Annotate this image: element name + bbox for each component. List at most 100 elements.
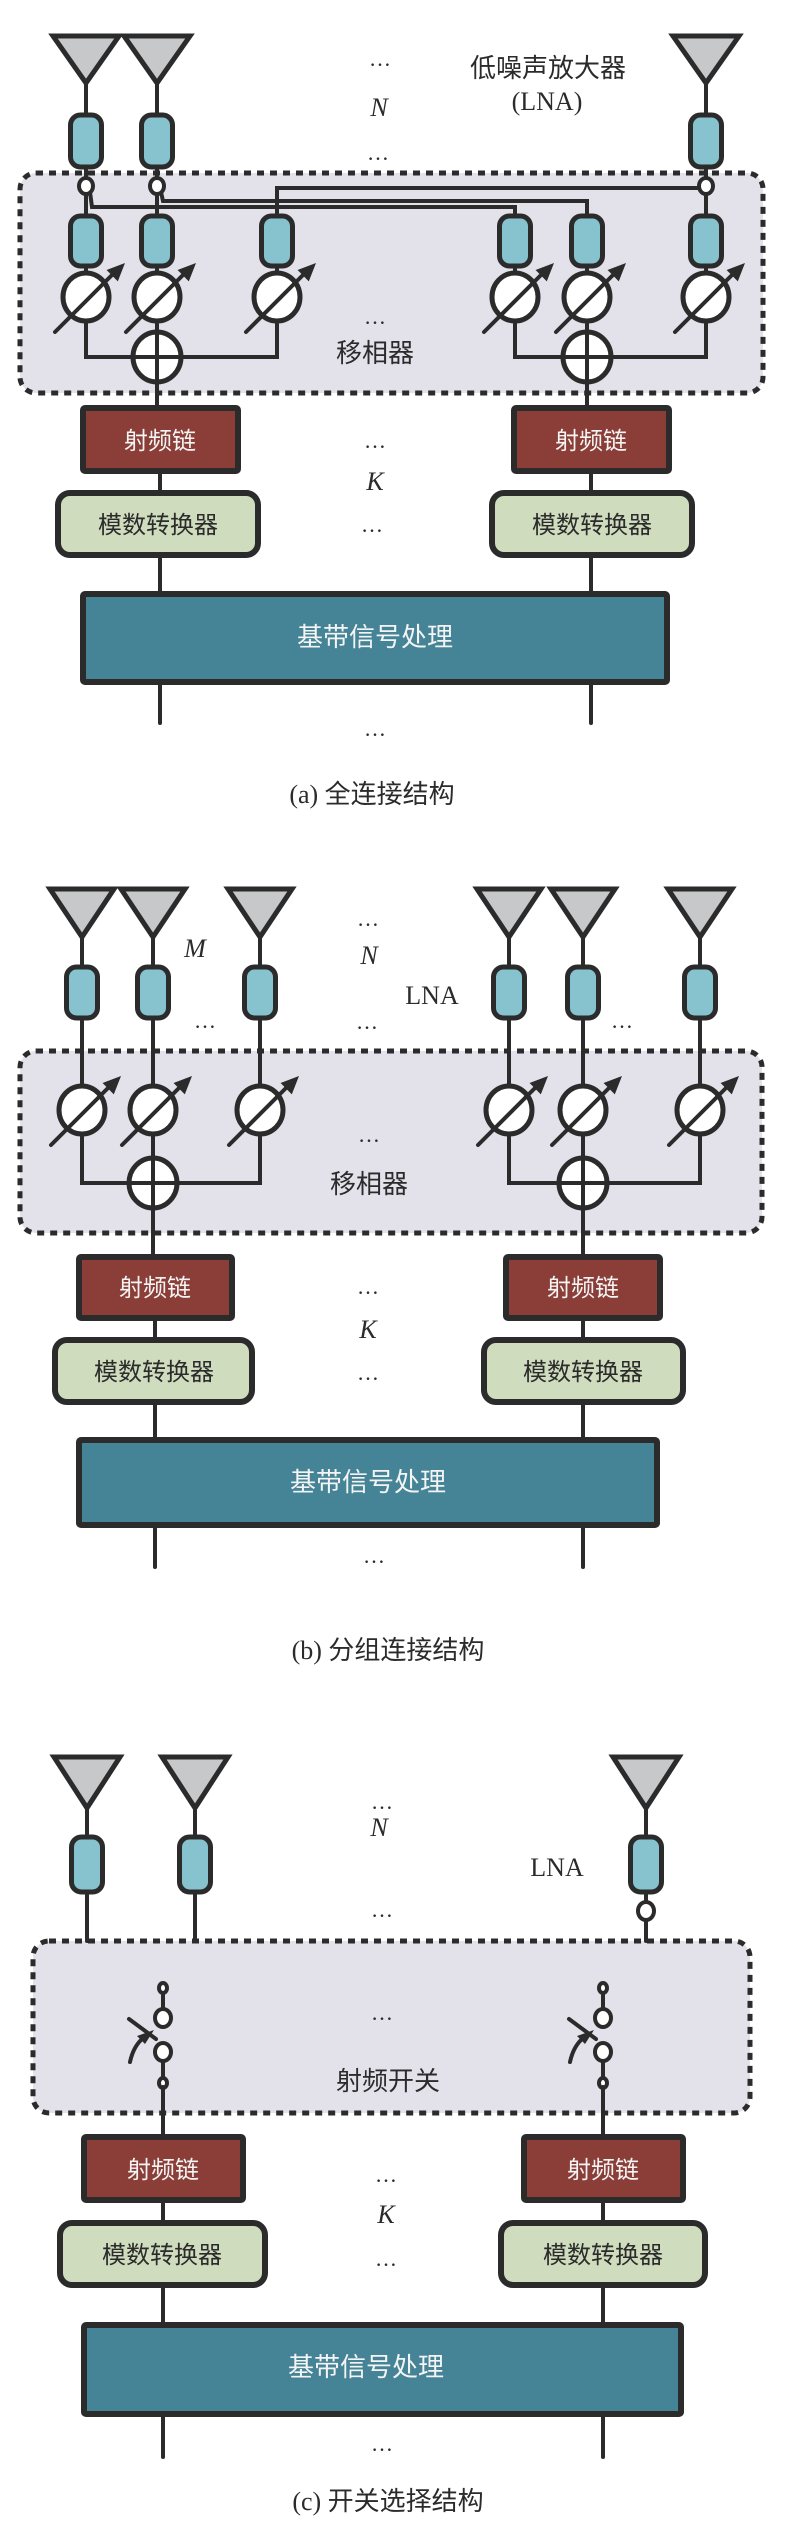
panel-c-antenna-icon <box>157 1754 233 1813</box>
phase-shifter-arrow-line <box>550 1082 615 1147</box>
phase-shifter-arrow-line <box>476 1082 541 1147</box>
panel-b-phase-shifter-ellipsis: … <box>358 1122 380 1147</box>
panel-b-phase-shifter-network-box <box>17 1048 765 1236</box>
switch-contact-bottom <box>593 2041 613 2063</box>
panel-a-caption: (a) 全连接结构 <box>289 780 454 809</box>
panel-c-antenna-ellipsis-top: … <box>371 1789 393 1814</box>
panel-a-adc-label-right: 模数转换器 <box>532 512 652 539</box>
panel-a-adc-label-left: 模数转换器 <box>98 512 218 539</box>
panel-c-caption: (c) 开关选择结构 <box>292 2487 483 2516</box>
panel-a-ps-buffer-block <box>68 213 104 269</box>
panel-b-caption: (b) 分组连接结构 <box>292 1636 485 1665</box>
panel-c-rf-chain-label-right: 射频链 <box>567 2157 639 2184</box>
phase-shifter-arrowhead <box>603 1076 622 1095</box>
panel-a-splitter-node-icon <box>148 176 166 196</box>
switch-contact-bottom <box>153 2041 173 2063</box>
panel-c-switch-ellipsis: … <box>371 2000 393 2025</box>
panel-b-adc-label-right: 模数转换器 <box>523 1359 643 1386</box>
switch-actuator-arc <box>128 2038 143 2064</box>
phase-shifter-arrowhead <box>607 263 626 282</box>
panel-b-antenna-icon <box>45 886 119 942</box>
panel-b-antenna-ellipsis-top: … <box>357 906 379 931</box>
phase-shifter-arrowhead <box>529 1076 548 1095</box>
panel-b-antenna-icon <box>663 886 737 942</box>
panel-c-rf-switch-label: 射频开关 <box>336 2067 440 2096</box>
panel-b-lna-block <box>682 964 718 1021</box>
panel-b-antenna-count-N: N <box>359 941 379 970</box>
panel-c-rf-ellipsis-bottom: … <box>375 2246 397 2271</box>
phase-shifter-arrowhead <box>173 1076 192 1095</box>
phase-shifter-arrowhead <box>280 1076 299 1095</box>
panel-a-lna-block <box>139 112 175 170</box>
panel-a-ps-buffer-block <box>259 213 295 269</box>
panel-b-lna-label: LNA <box>405 981 459 1010</box>
panel-c-rf-switch-lever <box>567 2017 598 2041</box>
panel-b-rf-ellipsis-top: … <box>357 1274 379 1299</box>
panel-a-ps-buffer-block <box>139 213 175 269</box>
panel-a-phase-shifter-icon <box>60 270 112 324</box>
panel-b-lna-ellipsis-left: … <box>194 1008 216 1033</box>
panel-c-lna-label: LNA <box>530 1853 584 1882</box>
panel-b-texts: … M N LNA … … … … 移相器 射频链 射频链 … K … 模数转换… <box>94 906 643 1665</box>
phase-shifter-arrow-line <box>53 269 118 334</box>
panel-a-antenna-icon <box>119 33 195 88</box>
panel-c-baseband-label: 基带信号处理 <box>288 2353 444 2382</box>
panel-a-baseband-label: 基带信号处理 <box>297 623 453 652</box>
panel-a-rf-ellipsis-bottom: … <box>361 512 383 537</box>
panel-c-lna-block <box>177 1834 213 1895</box>
panel-c-output-ellipsis: … <box>371 2431 393 2456</box>
phase-shifter-arrowhead <box>297 263 316 282</box>
panel-a-antenna-count-N: N <box>369 93 389 122</box>
panel-b-phase-shifter-icon <box>483 1083 535 1137</box>
phase-shifter-arrow-line <box>554 269 619 334</box>
phase-shifter-arrow-line <box>120 1082 185 1147</box>
text-layer: … N … 低噪声放大器 (LNA) … 移相器 射频链 射频链 … K … 模… <box>94 46 663 2516</box>
panel-a-output-ellipsis: … <box>364 716 386 741</box>
panel-b-adc-block <box>481 1337 686 1405</box>
phase-shifter-arrow-line <box>227 1082 292 1147</box>
panel-a-antenna-icon <box>668 33 744 88</box>
panel-c-adc-label-right: 模数转换器 <box>543 2242 663 2269</box>
panel-a-antenna-ellipsis-top: … <box>369 46 391 71</box>
panel-b-rf-ellipsis-bottom: … <box>357 1360 379 1385</box>
phase-shifter-arrowhead <box>177 263 196 282</box>
shapes-layer <box>17 33 766 2459</box>
panel-c-antenna-icon <box>49 1754 125 1813</box>
panel-b-rf-chain-block <box>503 1254 663 1321</box>
panel-c-rf-switch-lever <box>127 2017 158 2041</box>
panel-b-lna-ellipsis-right: … <box>611 1008 633 1033</box>
switch-terminal-top <box>597 1981 609 1995</box>
panel-c-antenna-count-N: N <box>369 1813 389 1842</box>
panel-a-splitter-node-icon <box>77 176 95 196</box>
phase-shifter-arrow-line <box>673 269 738 334</box>
panel-b-phase-shifter-icon <box>234 1083 286 1137</box>
switch-contact-top <box>593 2007 613 2029</box>
panel-a-lna-abbrev: (LNA) <box>512 87 583 116</box>
panel-c-adc-block <box>57 2220 268 2288</box>
panel-b-lna-ellipsis-center: … <box>356 1009 378 1034</box>
phase-shifter-arrow-line <box>124 269 189 334</box>
panel-a-antenna-icon <box>48 33 124 88</box>
panel-a-rf-chain-block <box>80 405 241 474</box>
panel-c-baseband-block <box>81 2322 684 2417</box>
panel-b-antenna-icon <box>223 886 297 942</box>
panel-c-rf-count-K: K <box>376 2200 396 2229</box>
phase-shifter-arrow-line <box>49 1082 114 1147</box>
panel-b-lna-block <box>64 964 100 1021</box>
switch-terminal-top <box>157 1981 169 1995</box>
panel-c-lna-block <box>628 1834 664 1895</box>
panel-b-antenna-icon <box>472 886 546 942</box>
panel-a-ps-buffer-block <box>497 213 533 269</box>
panel-b-adc-block <box>52 1337 255 1405</box>
switch-lever-arrowhead <box>577 2030 594 2044</box>
panel-b-baseband-label: 基带信号处理 <box>290 1468 446 1497</box>
panel-a-lna-label: 低噪声放大器 <box>470 54 626 83</box>
panel-c-texts: … N LNA … … 射频开关 射频链 射频链 … K … 模数转换器 模数转… <box>102 1789 663 2516</box>
phase-shifter-arrow-line <box>244 269 309 334</box>
panel-a-rf-chain-block <box>511 405 672 474</box>
panel-b-rf-count-K: K <box>358 1315 378 1344</box>
panel-a-cross-wire-1 <box>88 190 517 218</box>
panel-b-baseband-block <box>76 1437 660 1528</box>
panel-c-rf-switch-network-box <box>30 1938 753 2116</box>
